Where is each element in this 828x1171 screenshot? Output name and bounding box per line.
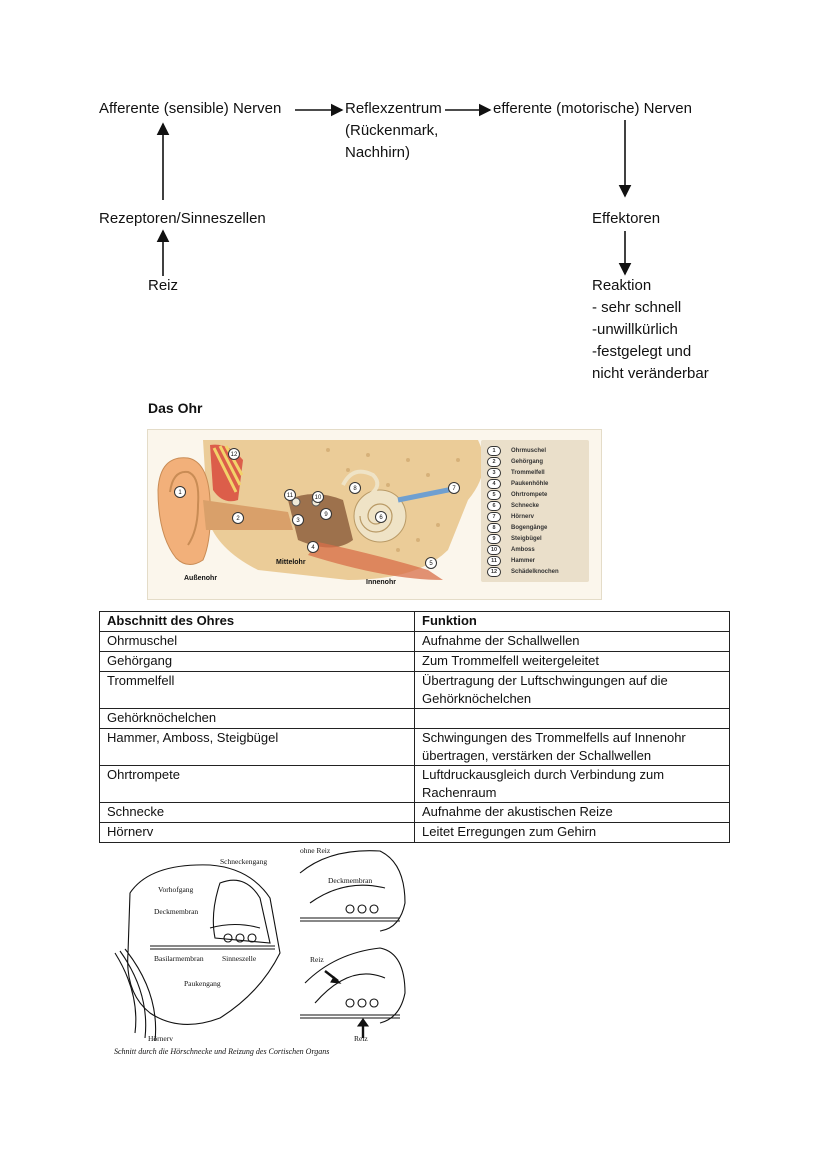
table-cell bbox=[415, 709, 730, 729]
table-cell: Gehörgang bbox=[100, 652, 415, 672]
section-heading: Das Ohr bbox=[148, 397, 202, 419]
table-cell: Aufnahme der akustischen Reize bbox=[415, 803, 730, 823]
table-cell: Übertragung der Luftschwingungen auf die… bbox=[415, 672, 730, 709]
reflex-arrows bbox=[0, 0, 828, 300]
reaction-prop: - sehr schnell bbox=[592, 297, 681, 319]
reiz-bottom-label: Reiz bbox=[354, 1034, 368, 1043]
table-cell: Leitet Erregungen zum Gehirn bbox=[415, 823, 730, 843]
reaction-prop: nicht veränderbar bbox=[592, 363, 709, 385]
middle-ear-label: Mittelohr bbox=[276, 559, 306, 566]
svg-text:10: 10 bbox=[315, 495, 322, 501]
figure-caption: Schnitt durch die Hörschnecke und Reizun… bbox=[114, 1047, 329, 1056]
table-cell: Schwingungen des Trommelfells auf Inneno… bbox=[415, 729, 730, 766]
table-cell: Schnecke bbox=[100, 803, 415, 823]
table-cell: Zum Trommelfell weitergeleitet bbox=[415, 652, 730, 672]
vorhofgang-label: Vorhofgang bbox=[158, 885, 193, 894]
reaction-prop: -festgelegt und bbox=[592, 341, 691, 363]
table-cell: Trommelfell bbox=[100, 672, 415, 709]
schneckengang-label: Schneckengang bbox=[220, 857, 267, 866]
svg-text:12: 12 bbox=[231, 452, 238, 458]
svg-text:11: 11 bbox=[287, 493, 294, 499]
ohne-reiz-label: ohne Reiz bbox=[300, 846, 330, 855]
deckmembran-label: Deckmembran bbox=[154, 907, 198, 916]
table-cell: Aufnahme der Schallwellen bbox=[415, 632, 730, 652]
table-cell: Ohrtrompete bbox=[100, 766, 415, 803]
outer-ear-label: Außenohr bbox=[184, 575, 217, 582]
reiz-top-label: Reiz bbox=[310, 955, 324, 964]
basilarmembran-label: Basilarmembran bbox=[154, 954, 204, 963]
table-header-row: Abschnitt des Ohres Funktion bbox=[100, 612, 730, 632]
sinneszelle-label: Sinneszelle bbox=[222, 954, 256, 963]
reaction-prop: -unwillkürlich bbox=[592, 319, 678, 341]
table-row: Gehörknöchelchen bbox=[100, 709, 730, 729]
hoernerv-label: Hörnerv bbox=[148, 1034, 173, 1043]
table-cell: Ohrmuschel bbox=[100, 632, 415, 652]
table-cell: Gehörknöchelchen bbox=[100, 709, 415, 729]
table-header: Funktion bbox=[415, 612, 730, 632]
paukengang-label: Paukengang bbox=[184, 979, 221, 988]
table-cell: Luftdruckausgleich durch Verbindung zum … bbox=[415, 766, 730, 803]
table-header: Abschnitt des Ohres bbox=[100, 612, 415, 632]
table-cell: Hörnerv bbox=[100, 823, 415, 843]
inner-ear-label: Innenohr bbox=[366, 579, 396, 586]
deckmembran-right-label: Deckmembran bbox=[328, 876, 372, 885]
table-cell: Hammer, Amboss, Steigbügel bbox=[100, 729, 415, 766]
cochlea-cross-section-figure: Schneckengang Vorhofgang Deckmembran Bas… bbox=[110, 843, 415, 1061]
